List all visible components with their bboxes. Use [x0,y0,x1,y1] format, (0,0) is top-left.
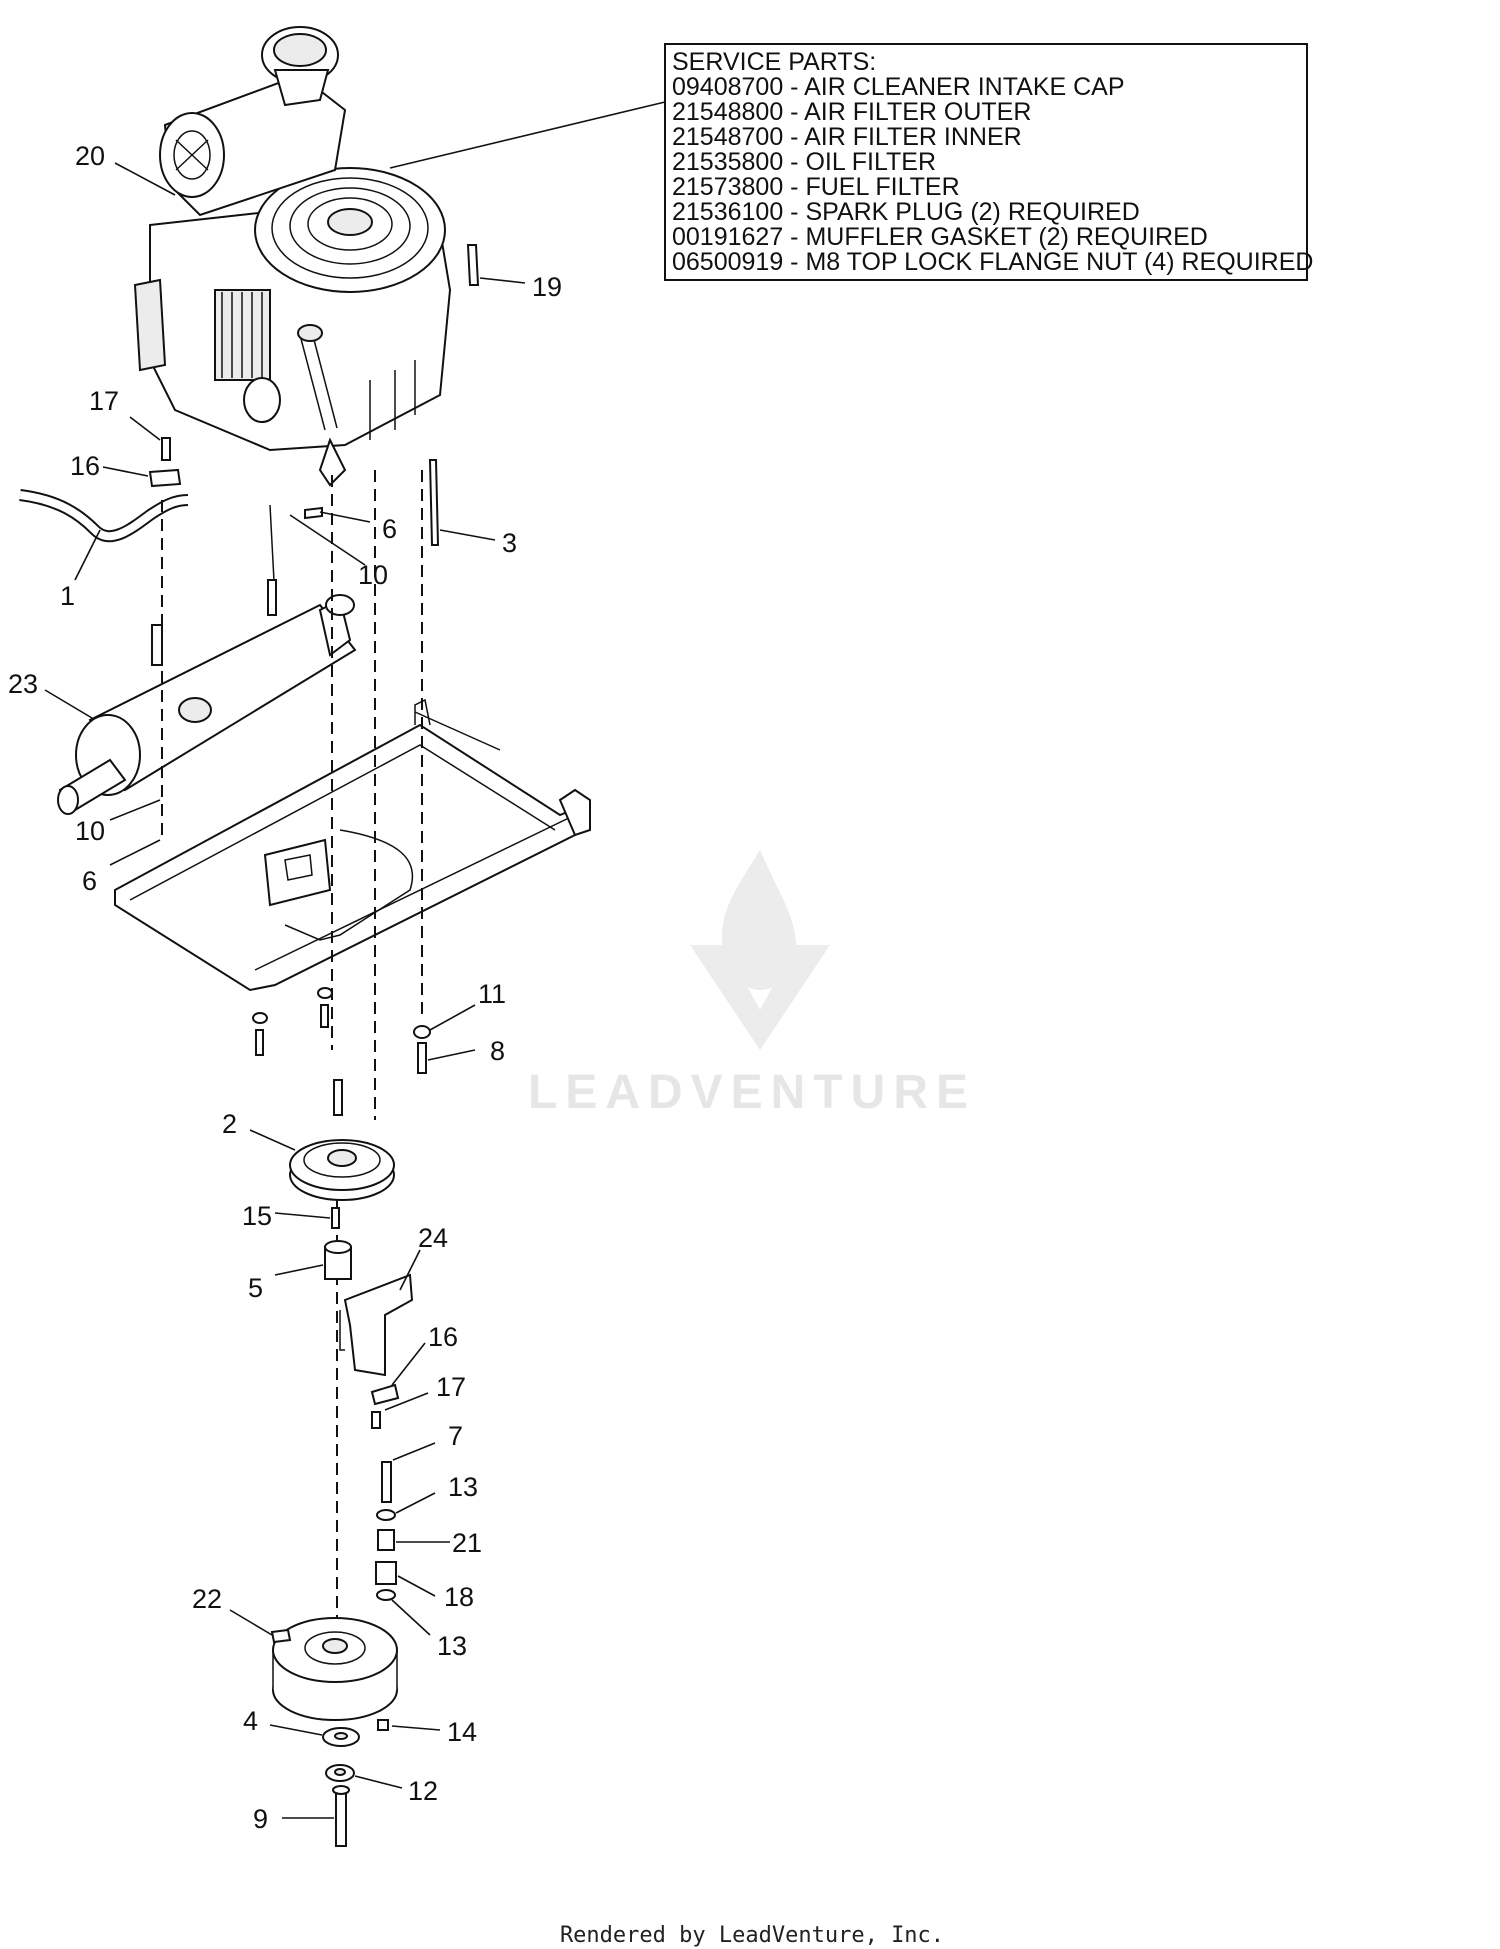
leader-2 [249,1129,296,1151]
leader-10a [289,514,366,566]
service-part-item: 21548800 - AIR FILTER OUTER [672,98,1031,126]
callout-9: 9 [253,1804,268,1834]
leader-12 [354,1775,403,1789]
part-16-clamp-lower [370,1383,400,1406]
part-17-bolt-lower [371,1411,381,1429]
callout-24: 24 [418,1223,448,1253]
leader-6a [319,511,371,523]
callout-5: 5 [248,1273,263,1303]
engine-mount-frame [114,698,591,992]
leader-13b [391,1599,431,1636]
service-part-item: 21535800 - OIL FILTER [672,148,936,176]
part-19-bracket [466,244,480,286]
leader-22 [229,1609,273,1636]
leader-4 [269,1724,323,1736]
part-5-spacer [324,1240,352,1280]
part-18-spacer [375,1561,397,1585]
part-9-bolt [335,1789,347,1847]
leader-5 [274,1264,324,1276]
part-17-bolt [161,437,171,461]
watermark-text: LEADVENTURE [528,1066,976,1119]
part-24-bracket [339,1273,414,1377]
leader-13a [395,1492,436,1514]
part-23-muffler [57,579,357,815]
service-part-item: 21548700 - AIR FILTER INNER [672,123,1022,151]
callout-3: 3 [502,528,517,558]
callout-10: 10 [358,560,388,590]
leader-14 [391,1725,441,1731]
leader-11 [429,1004,476,1031]
leader-7 [392,1442,436,1461]
part-7-pin [381,1461,392,1503]
leader-18 [397,1575,436,1597]
callout-12: 12 [408,1776,438,1806]
part-13-washer-lower [376,1589,396,1601]
part-8-bolt [417,1042,427,1074]
service-part-item: 00191627 - MUFFLER GASKET (2) REQUIRED [672,223,1208,251]
leader-19 [479,277,526,284]
frame-bolts [252,987,333,1056]
part-15-key [331,1207,340,1229]
service-parts-title: SERVICE PARTS: [672,48,876,76]
part-11-washer [413,1025,431,1039]
pulley-bolt [333,1079,343,1116]
callout-21: 21 [452,1528,482,1558]
callout-16: 16 [428,1322,458,1352]
part-16-clamp [148,468,182,488]
service-parts-box: SERVICE PARTS: 09408700 - AIR CLEANER IN… [664,43,1313,281]
leader-10b [109,799,161,821]
leader-24 [399,1249,421,1291]
callout-6: 6 [382,514,397,544]
part-21-bushing [377,1529,395,1551]
callout-4: 4 [243,1706,258,1736]
part-6-bolt-top [304,506,323,520]
part-2-pulley [289,1139,395,1201]
callout-13: 13 [448,1472,478,1502]
callout-22: 22 [192,1584,222,1614]
service-part-item: 09408700 - AIR CLEANER INTAKE CAP [672,73,1125,101]
callout-18: 18 [444,1582,474,1612]
leader-16a [102,466,149,477]
callout-7: 7 [448,1421,463,1451]
callout-13: 13 [437,1631,467,1661]
callout-8: 8 [490,1036,505,1066]
callout-17: 17 [436,1372,466,1402]
footer-credit: Rendered by LeadVenture, Inc. [560,1923,944,1948]
callout-16: 16 [70,451,100,481]
part-13-washer-upper [376,1509,396,1521]
leader-23 [44,689,93,719]
leader-20 [114,162,176,196]
callout-14: 14 [447,1717,477,1747]
callout-23: 23 [8,669,38,699]
service-part-item: 21573800 - FUEL FILTER [672,173,960,201]
leader-1 [74,529,101,581]
watermark-logo [690,850,830,1050]
callout-6: 6 [82,866,97,896]
part-1-fuel-hose [19,489,189,543]
leader-3 [439,529,496,541]
callout-1: 1 [60,581,75,611]
callout-15: 15 [242,1201,272,1231]
leader-16b [391,1342,426,1386]
part-22-pto-clutch [270,1617,398,1721]
part-3-cable [428,459,440,546]
engine-assembly [133,26,452,487]
callout-11: 11 [478,979,506,1009]
part-14-bolt [377,1719,389,1731]
leader-17a [129,416,161,441]
callout-10: 10 [75,816,105,846]
leader-15 [274,1212,331,1219]
callout-2: 2 [222,1109,237,1139]
callout-20: 20 [75,141,105,171]
service-part-item: 06500919 - M8 TOP LOCK FLANGE NUT (4) RE… [672,248,1313,276]
leader-6b [109,839,161,866]
leader-17b [384,1392,429,1411]
service-part-item: 21536100 - SPARK PLUG (2) REQUIRED [672,198,1140,226]
callout-17: 17 [89,386,119,416]
callout-19: 19 [532,272,562,302]
leader-8 [427,1049,476,1061]
service-parts-leader [389,101,666,169]
